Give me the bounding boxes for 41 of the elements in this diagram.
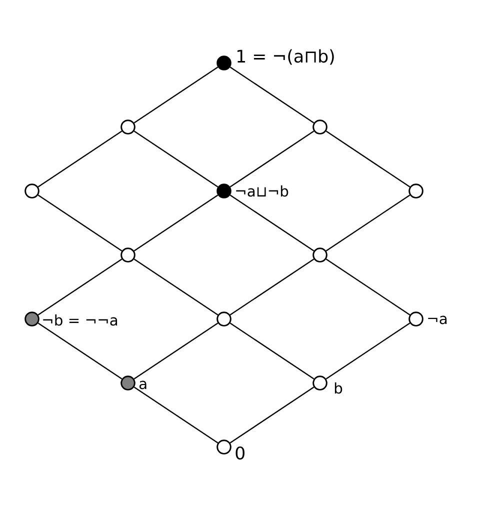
lattice-edge [326, 322, 410, 380]
lattice-point [216, 56, 232, 70]
lattice-edge [230, 66, 314, 124]
lattice-point [120, 376, 136, 390]
lattice-edge [38, 258, 122, 316]
lattice-point [312, 376, 328, 390]
lattice-edge [326, 130, 410, 188]
point-label: ¬a [428, 316, 447, 324]
lattice-edge [134, 322, 218, 380]
lattice-edge [134, 66, 218, 124]
point-label: 0 [236, 446, 244, 460]
lattice-edge [230, 258, 314, 316]
lattice-edge [134, 130, 218, 188]
lattice-edge [134, 386, 218, 444]
lattice-edge [326, 258, 410, 316]
lattice-point [312, 120, 328, 134]
lattice-point [312, 248, 328, 262]
lattice-point [408, 312, 424, 326]
lattice-edge [38, 322, 122, 380]
lattice-edge [38, 130, 122, 188]
lattice-edge [38, 194, 122, 252]
point-label: 1 = ¬(a⊓b) [238, 49, 334, 65]
lattice-edge [230, 386, 314, 444]
lattice-point [408, 184, 424, 198]
lattice-point [24, 312, 40, 326]
lattice-edge [134, 258, 218, 316]
lattice-edge [326, 194, 410, 252]
lattice-point [24, 184, 40, 198]
lattice-point [216, 312, 232, 326]
lattice-edge [230, 194, 314, 252]
lattice-edge [230, 322, 314, 380]
lattice-edge [134, 194, 218, 252]
point-label: b [334, 382, 342, 394]
lattice-point [216, 184, 232, 198]
point-label: a [139, 380, 146, 390]
point-label: ¬a⊔¬b [236, 185, 288, 197]
lattice-point [216, 440, 232, 454]
point-label: ¬b = ¬¬a [43, 314, 118, 326]
lattice-point [120, 120, 136, 134]
lattice-point [120, 248, 136, 262]
lattice-edge [230, 130, 314, 188]
